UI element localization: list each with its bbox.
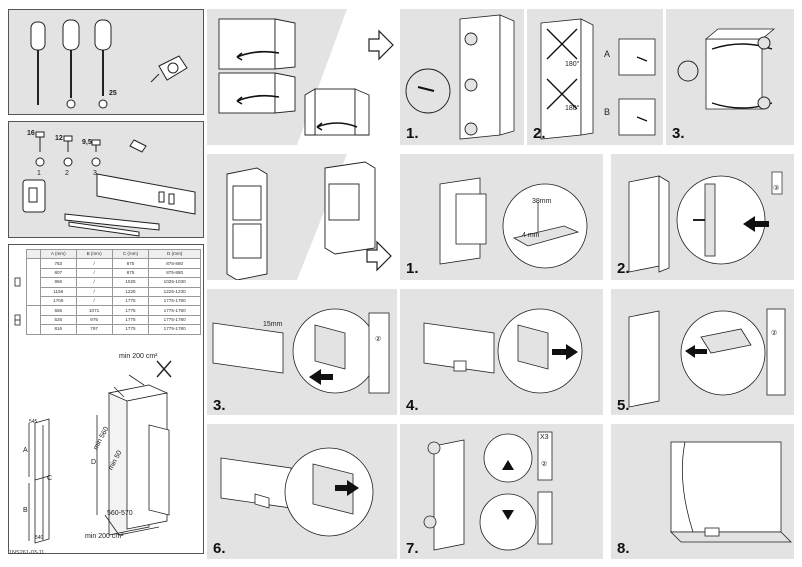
screw-count-label: X3 <box>540 434 549 441</box>
screw-index-1: 1 <box>37 170 41 177</box>
screw-ref-2-label: ② <box>375 336 382 343</box>
install-intro-illustration <box>226 154 397 280</box>
tools-illustration <box>30 19 188 109</box>
label-a: A <box>23 447 28 454</box>
screw-size-9-5: 9,5 <box>82 139 92 146</box>
tools-panel: 25 <box>8 9 204 115</box>
dim-545: 545 <box>29 419 38 425</box>
label-b: B <box>23 507 28 514</box>
install-step-1-number: 1. <box>406 260 419 277</box>
screw-size-label: 25 <box>109 90 117 97</box>
screw-size-12: 12 <box>55 135 63 142</box>
hardware-illustration <box>22 131 196 237</box>
install-step-8-panel: 8. <box>611 424 794 559</box>
door-step-2-number: 2. <box>533 125 546 142</box>
screw-ref-2-label-step5: ② <box>771 330 778 337</box>
table-header: B (mm) <box>75 248 113 260</box>
door-step-1-panel: 1. <box>400 9 524 145</box>
install-step-3-panel: 15mm ② 3. <box>207 289 397 415</box>
table-header <box>26 248 41 260</box>
dim-4mm-label: 4 mm <box>522 232 540 239</box>
label-d: D <box>91 459 97 466</box>
door-step-2-illustration <box>540 18 656 140</box>
table-header: C (mm) <box>111 248 150 260</box>
width-label: 560-570 <box>107 510 133 517</box>
niche-illustration <box>14 277 172 544</box>
door-swap-illustration <box>218 9 397 145</box>
install-step-7-illustration <box>423 431 553 551</box>
door-step-3-illustration <box>677 28 776 110</box>
screws-panel: 16 12 9,5 1 2 3 <box>8 121 204 238</box>
screw-index-2: 2 <box>65 170 69 177</box>
install-step-8-number: 8. <box>617 540 630 557</box>
install-step-2-panel: ③ 2. <box>611 154 794 280</box>
screw-ref-3-label: ③ <box>773 185 780 192</box>
install-step-6-panel: 6. <box>207 424 397 559</box>
install-step-7-number: 7. <box>406 540 419 557</box>
variant-a-label: A <box>604 49 611 59</box>
angle-bottom-label: 180° <box>565 105 580 112</box>
install-step-2-number: 2. <box>617 260 630 277</box>
install-intro-panel <box>207 154 397 280</box>
install-step-1-panel: 38mm 4 mm 1. <box>400 154 603 280</box>
table-header: D (mm) <box>148 248 201 260</box>
install-step-5-panel: ② 5. <box>611 289 794 415</box>
install-step-6-number: 6. <box>213 540 226 557</box>
dim-540: 540 <box>35 535 44 541</box>
door-step-1-illustration <box>405 14 515 140</box>
install-step-4-number: 4. <box>406 397 419 414</box>
door-step-1-number: 1. <box>406 125 419 142</box>
variant-b-label: B <box>604 107 611 117</box>
document-id: 1NS261-03-11 <box>9 550 45 556</box>
install-step-3-illustration <box>212 308 390 394</box>
install-step-3-number: 3. <box>213 397 226 414</box>
install-step-2-illustration <box>628 171 783 273</box>
door-swap-intro-panel <box>207 9 397 145</box>
install-step-7-panel: X3 ② 7. <box>400 424 603 559</box>
install-step-4-illustration <box>423 308 583 394</box>
table-header: A (mm) <box>40 248 77 260</box>
install-step-4-panel: 4. <box>400 289 603 415</box>
door-step-3-number: 3. <box>672 125 685 142</box>
install-step-5-number: 5. <box>617 397 630 414</box>
install-step-5-illustration <box>628 308 786 408</box>
angle-top-label: 180° <box>565 61 580 68</box>
vent-top-label: min 200 cm² <box>119 353 158 360</box>
vent-bottom-label: min 200 cm² <box>85 533 124 540</box>
install-step-8-illustration <box>670 441 792 543</box>
screw-size-16: 16 <box>27 130 35 137</box>
door-step-3-panel: 3. <box>666 9 794 145</box>
label-c: C <box>47 475 53 482</box>
dim-38mm-label: 38mm <box>532 198 552 205</box>
door-step-2-panel: 180° 180° A B 2. <box>527 9 663 145</box>
screw-index-3: 3 <box>93 170 97 177</box>
install-step-6-illustration <box>220 447 374 537</box>
screw-ref-2-label-step7: ② <box>541 461 548 468</box>
install-step-1-illustration <box>439 177 588 269</box>
dim-15mm-label: 15mm <box>263 321 283 328</box>
